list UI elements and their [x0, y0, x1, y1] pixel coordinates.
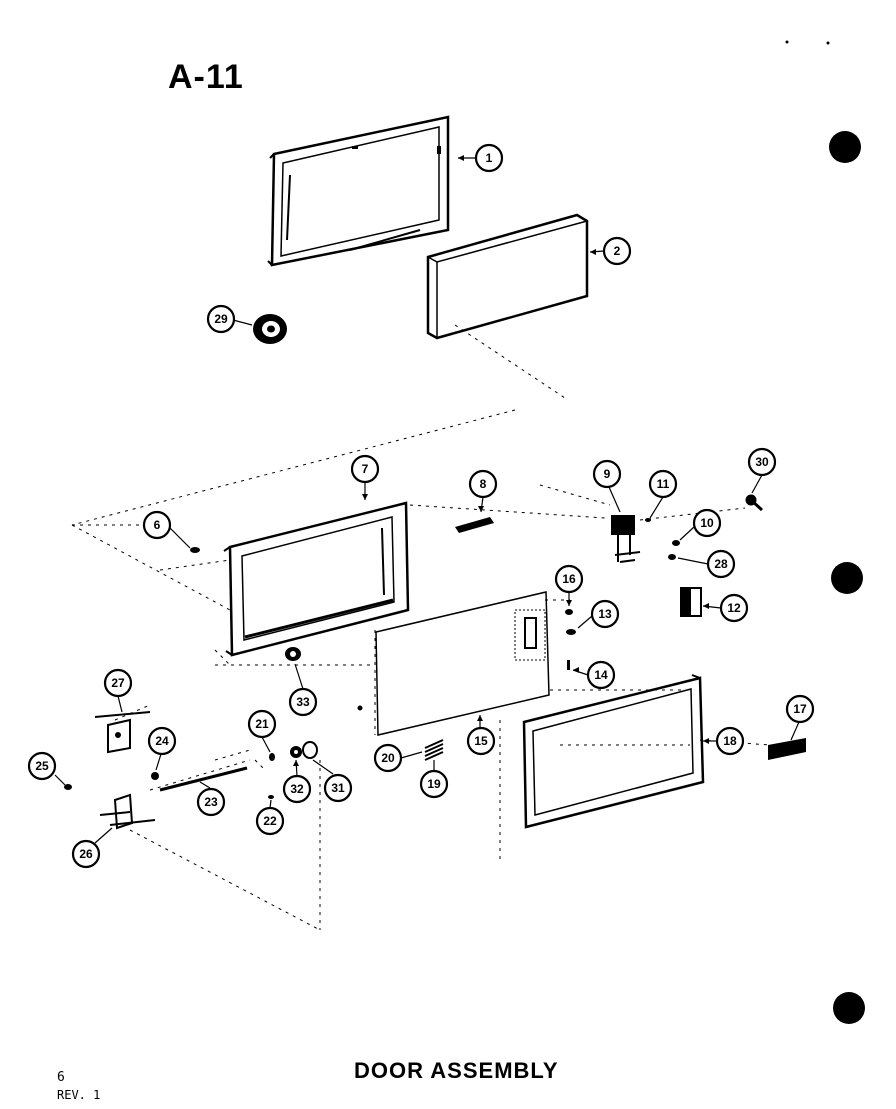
callout-label: 31 — [331, 781, 345, 795]
part-15-door-panel — [357, 591, 550, 736]
part-12-bracket — [680, 587, 702, 617]
part-17-handle — [768, 738, 806, 760]
part-7-inner-frame — [223, 501, 410, 657]
binder-hole-middle — [831, 562, 863, 594]
callout-label: 1 — [486, 151, 493, 165]
binder-hole-top — [829, 131, 861, 163]
callout-10 — [692, 508, 722, 538]
callout-24 — [147, 726, 177, 756]
callout-25 — [27, 751, 57, 781]
callout-labels: 1 2 29 7 8 9 11 30 6 10 28 16 13 12 14 2… — [35, 151, 807, 861]
callout-23 — [196, 787, 226, 817]
callout-label: 17 — [793, 702, 807, 716]
callout-label: 33 — [296, 695, 310, 709]
callout-16 — [554, 564, 584, 594]
callout-22 — [255, 806, 285, 836]
part-29-roller — [253, 314, 287, 344]
callout-26 — [71, 839, 101, 869]
callout-label: 6 — [154, 518, 161, 532]
callout-label: 25 — [35, 759, 49, 773]
callout-label: 30 — [755, 455, 769, 469]
assembly-guide-lines — [71, 324, 771, 931]
callout-15 — [466, 726, 496, 756]
callout-label: 14 — [594, 668, 608, 682]
callout-label: 26 — [79, 847, 93, 861]
callout-2 — [602, 236, 632, 266]
callout-label: 13 — [598, 607, 612, 621]
revision-label: REV. 1 — [57, 1088, 101, 1102]
callout-label: 18 — [723, 734, 737, 748]
callout-21 — [247, 709, 277, 739]
callout-29 — [206, 304, 236, 334]
part-8-hinge-plate — [455, 517, 494, 533]
callout-11 — [648, 469, 678, 499]
part-27-bracket — [94, 711, 151, 754]
part-19-spring — [424, 739, 444, 761]
callout-13 — [590, 599, 620, 629]
page-title: DOOR ASSEMBLY — [354, 1058, 559, 1083]
callout-label: 10 — [700, 516, 714, 530]
part-1-door-frame — [267, 115, 450, 267]
callout-14 — [586, 660, 616, 690]
part-2-door-liner — [426, 213, 589, 340]
callout-33 — [288, 687, 318, 717]
callout-label: 2 — [614, 244, 621, 258]
callout-8 — [468, 469, 498, 499]
callout-28 — [706, 549, 736, 579]
callout-20 — [373, 743, 403, 773]
speck — [826, 41, 830, 45]
callout-label: 23 — [204, 795, 218, 809]
callout-label: 20 — [381, 751, 395, 765]
callout-label: 19 — [427, 777, 441, 791]
callout-label: 29 — [214, 312, 228, 326]
callout-label: 28 — [714, 557, 728, 571]
part-18-outer-panel — [522, 674, 705, 829]
callout-label: 27 — [111, 676, 125, 690]
callout-bubbles — [27, 143, 815, 869]
binder-hole-bottom — [833, 992, 865, 1024]
callout-label: 16 — [562, 572, 576, 586]
callout-label: 21 — [255, 717, 269, 731]
page-number: 6 — [57, 1070, 65, 1085]
callout-label: 7 — [362, 462, 369, 476]
callout-label: 32 — [290, 782, 304, 796]
part-9-latch — [611, 515, 641, 563]
parts-21-32-31 — [269, 741, 318, 761]
callout-label: 15 — [474, 734, 488, 748]
callout-7 — [350, 454, 380, 484]
callout-label: 22 — [263, 814, 277, 828]
callout-label: 24 — [155, 734, 169, 748]
callout-label: 9 — [604, 467, 611, 481]
small-fasteners — [64, 518, 680, 799]
section-code: A-11 — [168, 58, 244, 96]
part-30-screw — [745, 494, 764, 512]
callout-30 — [747, 447, 777, 477]
callout-1 — [474, 143, 504, 173]
callout-32 — [282, 774, 312, 804]
callout-12 — [719, 593, 749, 623]
callout-label: 12 — [727, 601, 741, 615]
callout-9 — [592, 459, 622, 489]
callout-19 — [419, 769, 449, 799]
callout-label: 11 — [657, 477, 670, 491]
part-23-rod — [159, 766, 248, 792]
callout-label: 8 — [480, 477, 487, 491]
arrowheads — [293, 155, 709, 766]
speck — [785, 40, 789, 44]
callout-6 — [142, 510, 172, 540]
callout-31 — [323, 773, 353, 803]
part-26-hinge — [99, 793, 156, 830]
callout-18 — [715, 726, 745, 756]
callout-17 — [785, 694, 815, 724]
callout-27 — [103, 668, 133, 698]
part-33-washer — [285, 647, 301, 661]
